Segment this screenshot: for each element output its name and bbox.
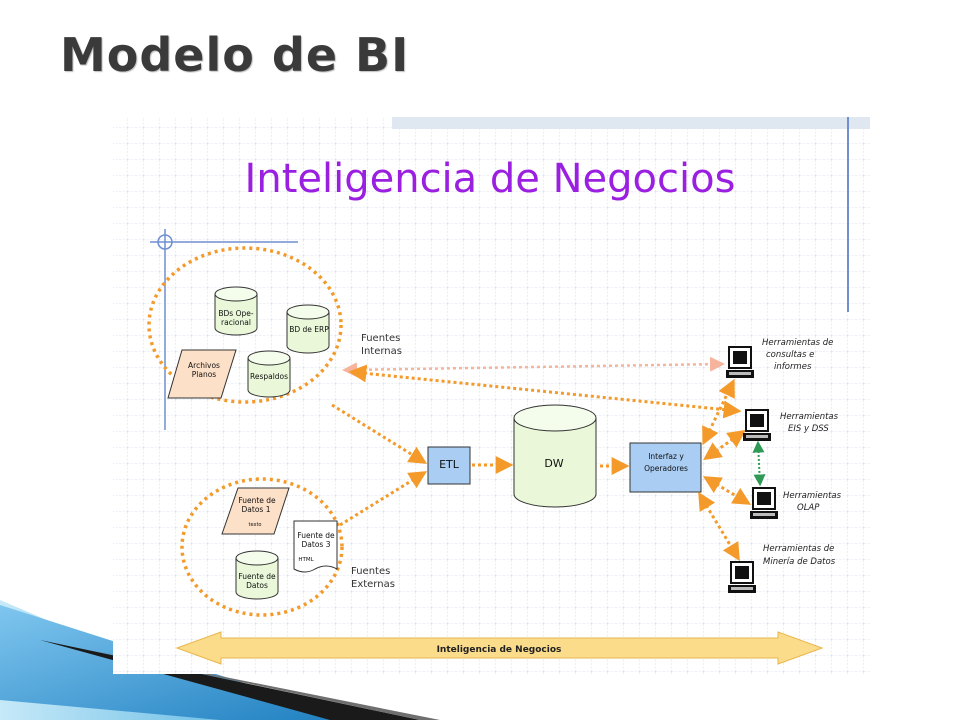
- cylinder-dw: DW: [513, 404, 597, 508]
- archivos-planos-label-1: Archivos: [188, 361, 220, 370]
- olap-label-2: OLAP: [797, 503, 820, 513]
- top-shading: [392, 117, 870, 129]
- fuente-datos-3-label-1: Fuente de: [297, 531, 335, 540]
- crosshair-mark: [150, 229, 298, 430]
- cylinder-respaldos: Respaldos: [247, 350, 291, 398]
- fuente-datos-1-label-2: Datos 1: [242, 505, 271, 514]
- cylinder-bd-erp: BD de ERP: [286, 304, 330, 354]
- interfaz-label-1: Interfaz y: [648, 452, 684, 461]
- olap-label-1: Herramientas: [783, 491, 842, 501]
- bd-erp-label: BD de ERP: [289, 325, 329, 334]
- banner-label: Inteligencia de Negocios: [437, 645, 562, 655]
- banner-arrow: Inteligencia de Negocios: [175, 631, 824, 665]
- fuente-datos-label-1: Fuente de: [238, 572, 276, 581]
- connector-arrows: [331, 356, 766, 562]
- archivos-planos-label-2: Planos: [192, 370, 217, 379]
- fuente-datos-1-label-1: Fuente de: [238, 496, 276, 505]
- eis-label-1: Herramientas: [780, 412, 839, 422]
- fuente-datos-label-2: Datos: [246, 581, 268, 590]
- etl-label: ETL: [439, 458, 460, 471]
- diagram-heading: Inteligencia de Negocios: [245, 156, 736, 202]
- fuentes-internas-label-2: Internas: [361, 346, 402, 357]
- slide-title: Modelo de BI: [60, 28, 410, 82]
- fuentes-externas-label-2: Externas: [351, 579, 395, 590]
- mineria-label-2: Minería de Datos: [763, 557, 836, 567]
- fuente-datos-3-label-2: Datos 3: [302, 540, 331, 549]
- eis-label-2: EIS y DSS: [788, 424, 829, 434]
- fuente-datos-3-sub: HTML: [298, 557, 314, 563]
- consultas-label-2: consultas e: [766, 350, 814, 360]
- consultas-label-1: Herramientas de: [762, 338, 833, 348]
- fuente-datos-1-sub: texto: [249, 522, 262, 528]
- computer-icon-olap: [750, 487, 778, 519]
- cylinder-fuente-datos: Fuente de Datos: [235, 550, 279, 600]
- fuentes-externas-label-1: Fuentes: [351, 566, 390, 577]
- computer-icon-eis: [743, 409, 771, 441]
- computer-icon-consultas: [726, 346, 754, 378]
- interfaz-operadores-box: Interfaz y Operadores: [629, 442, 702, 493]
- dw-label: DW: [544, 457, 563, 470]
- respaldos-label: Respaldos: [250, 372, 288, 381]
- parallelogram-fuente-datos-1: Fuente de Datos 1 texto: [221, 487, 290, 535]
- external-sources-circle: [180, 477, 344, 617]
- cylinder-bds-operacional: BDs Ope- racional: [214, 286, 258, 336]
- interfaz-label-2: Operadores: [644, 464, 688, 473]
- internal-sources-circle: [147, 246, 343, 404]
- bds-operacional-label-2: racional: [221, 318, 251, 327]
- document-fuente-datos-3: Fuente de Datos 3 HTML: [293, 520, 338, 573]
- parallelogram-archivos-planos: Archivos Planos: [167, 349, 237, 399]
- consultas-label-3: informes: [774, 362, 812, 372]
- bds-operacional-label-1: BDs Ope-: [218, 309, 253, 318]
- mineria-label-1: Herramientas de: [763, 544, 834, 554]
- computer-icon-mineria: [728, 561, 756, 593]
- etl-box: ETL: [427, 446, 471, 485]
- fuentes-internas-label-1: Fuentes: [361, 333, 400, 344]
